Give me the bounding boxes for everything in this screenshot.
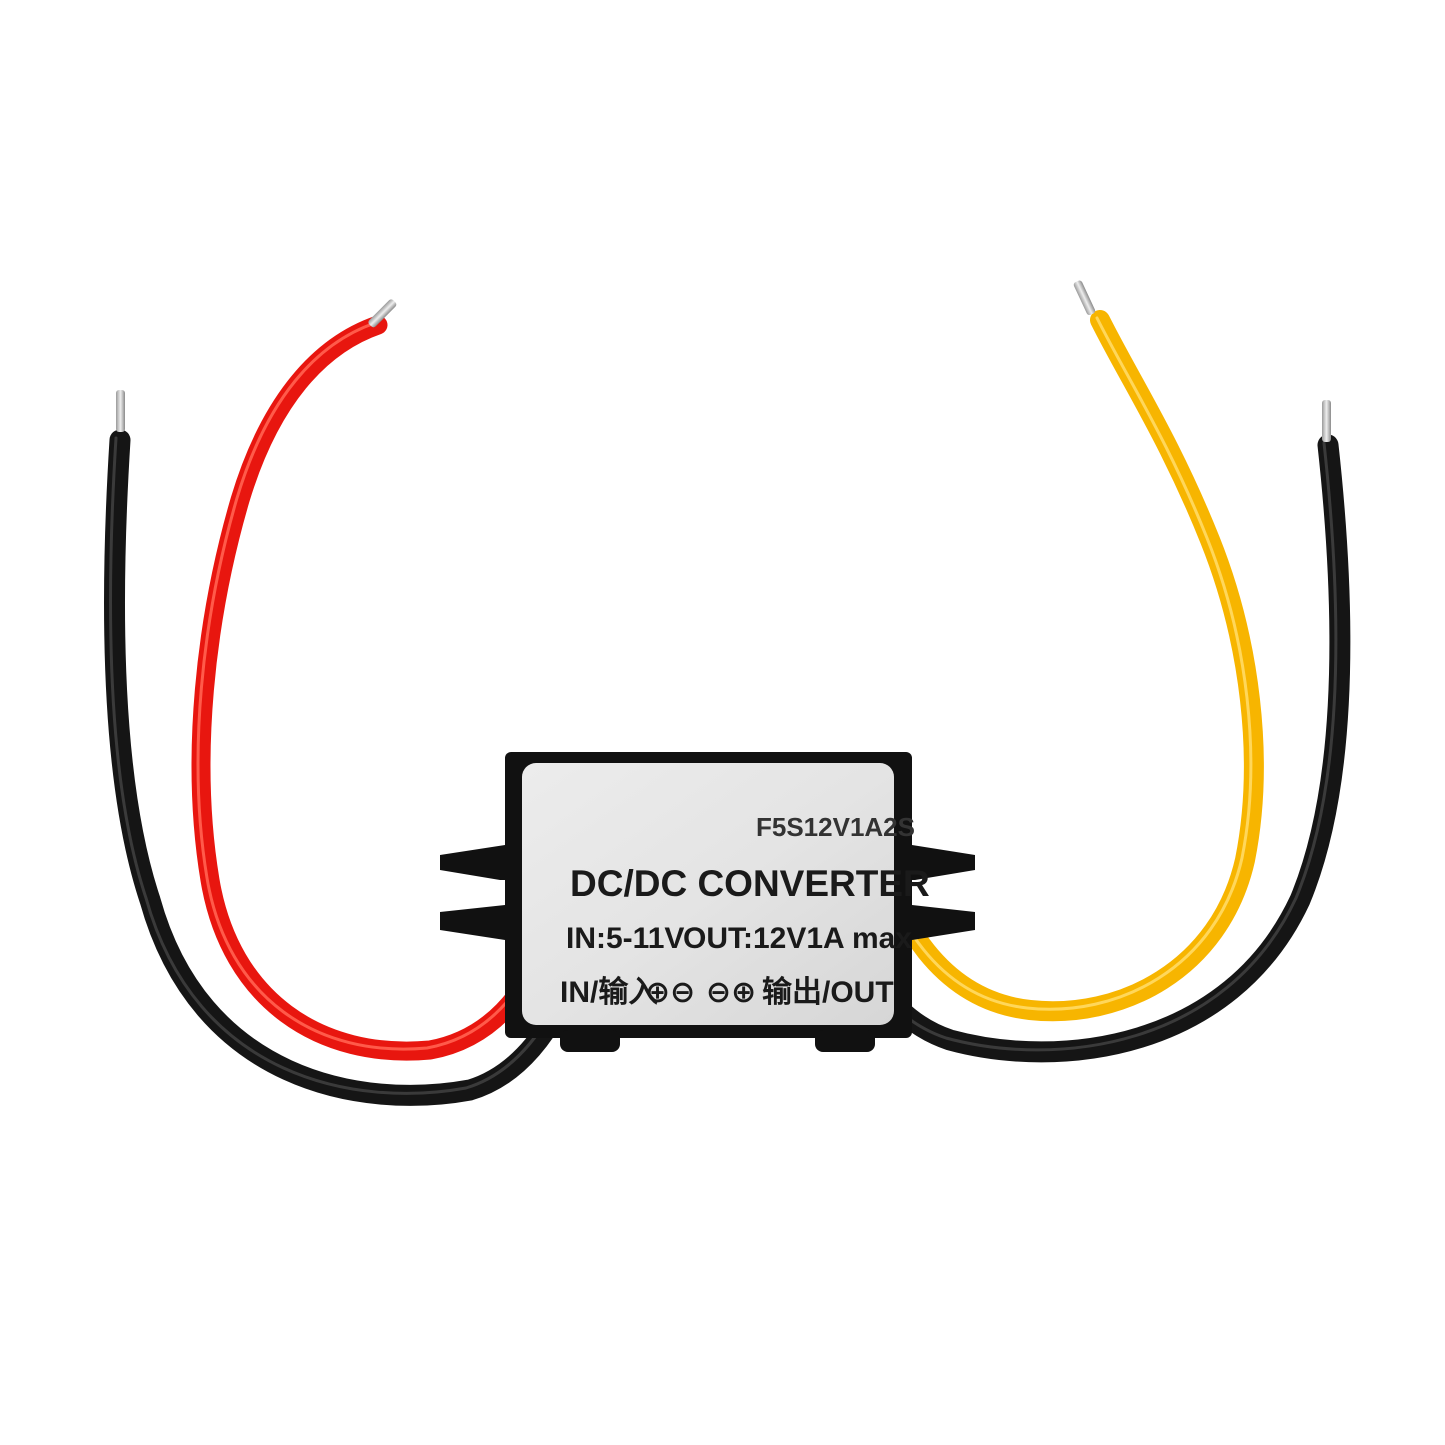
grommet-left bbox=[560, 1030, 620, 1052]
wire-tip bbox=[368, 299, 397, 328]
wire-tip bbox=[1322, 400, 1331, 442]
model-number: F5S12V1A2S bbox=[756, 812, 915, 842]
output-spec: OUT:12V1A max bbox=[683, 922, 912, 955]
input-spec: IN:5-11V bbox=[566, 922, 684, 955]
wire-tip bbox=[1073, 280, 1096, 316]
terminal-out-polarity: ⊖⊕ bbox=[706, 976, 756, 1009]
converter-module: F5S12V1A2S DC/DC CONVERTER IN:5-11V OUT:… bbox=[440, 752, 975, 1052]
wire-tip bbox=[116, 390, 125, 432]
wire-yellow-output bbox=[865, 280, 1264, 1022]
grommet-right bbox=[815, 1030, 875, 1052]
mounting-tab-right bbox=[912, 845, 975, 940]
product-title: DC/DC CONVERTER bbox=[570, 863, 930, 904]
product-label bbox=[522, 763, 894, 1025]
terminal-in-polarity: ⊕⊖ bbox=[645, 976, 695, 1009]
terminal-in-label: IN/输入 bbox=[560, 976, 658, 1009]
mounting-tab-left bbox=[440, 845, 505, 940]
terminal-out-label: 输出/OUT bbox=[762, 976, 894, 1009]
